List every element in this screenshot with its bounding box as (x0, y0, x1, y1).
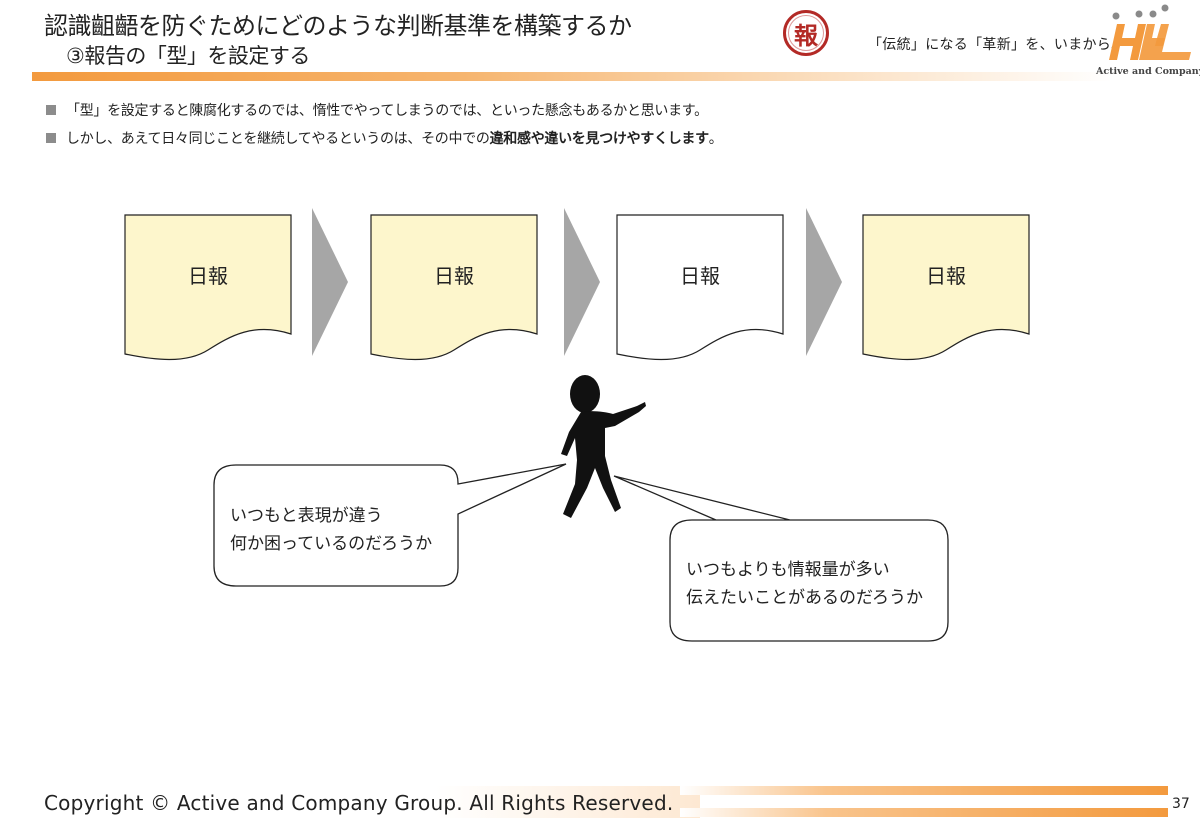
doc-label: 日報 (926, 264, 966, 288)
page-title: 認識齟齬を防ぐためにどのような判断基準を構築するか (44, 12, 632, 40)
bullet-square-icon (46, 133, 56, 143)
header-rule (32, 72, 1112, 81)
company-logo (1109, 4, 1191, 60)
page-number: 37 (1172, 796, 1190, 812)
logo-caption: Active and Company (1096, 66, 1200, 77)
arrow-right-icon (806, 208, 842, 356)
footer-rule-bottom (680, 808, 1168, 817)
daily-report-doc-1: 日報 (124, 214, 292, 362)
speech-bubble-left: いつもと表現が違う 何か困っているのだろうか (230, 502, 432, 558)
document-icon (124, 214, 292, 361)
bubble-right-line2: 伝えたいことがあるのだろうか (686, 588, 923, 608)
daily-report-doc-3: 日報 (616, 214, 784, 362)
copyright-text: Copyright © Active and Company Group. Al… (44, 791, 674, 815)
bullet-square-icon (46, 105, 56, 115)
daily-report-doc-4: 日報 (862, 214, 1030, 362)
bullet-1: 「型」を設定すると陳腐化するのでは、惰性でやってしまうのでは、といった懸念もある… (46, 100, 708, 120)
speech-bubble-right: いつもよりも情報量が多い 伝えたいことがあるのだろうか (686, 556, 923, 612)
bullet-1-text: 「型」を設定すると陳腐化するのでは、惰性でやってしまうのでは、といった懸念もある… (66, 103, 708, 119)
footer-background (40, 786, 700, 818)
page-subtitle: ③報告の「型」を設定する (66, 44, 310, 68)
doc-label: 日報 (434, 264, 474, 288)
bullet-2-emphasis: 違和感や違いを見つけやすくします (489, 131, 710, 147)
report-seal-icon: 報 (783, 10, 829, 56)
company-slogan: 「伝統」になる「革新」を、いまから。 (868, 37, 1126, 53)
bullet-2-tail: 。 (708, 131, 723, 147)
bubble-left-line1: いつもと表現が違う (230, 506, 383, 526)
pointing-person-icon (561, 375, 646, 518)
bubble-left-line2: 何か困っているのだろうか (230, 534, 433, 554)
arrow-right-icon (564, 208, 600, 356)
footer-rule-top (680, 786, 1168, 795)
daily-report-doc-2: 日報 (370, 214, 538, 362)
document-icon (370, 214, 538, 361)
document-icon (862, 214, 1030, 361)
doc-label: 日報 (188, 264, 228, 288)
document-icon (616, 214, 784, 361)
arrow-right-icon (312, 208, 348, 356)
bubble-right-line1: いつもよりも情報量が多い (686, 560, 890, 580)
doc-label: 日報 (680, 264, 720, 288)
bullet-2-text: しかし、あえて日々同じことを継続してやるというのは、その中での (66, 131, 490, 147)
bullet-2: しかし、あえて日々同じことを継続してやるというのは、その中での違和感や違いを見つ… (46, 128, 723, 148)
